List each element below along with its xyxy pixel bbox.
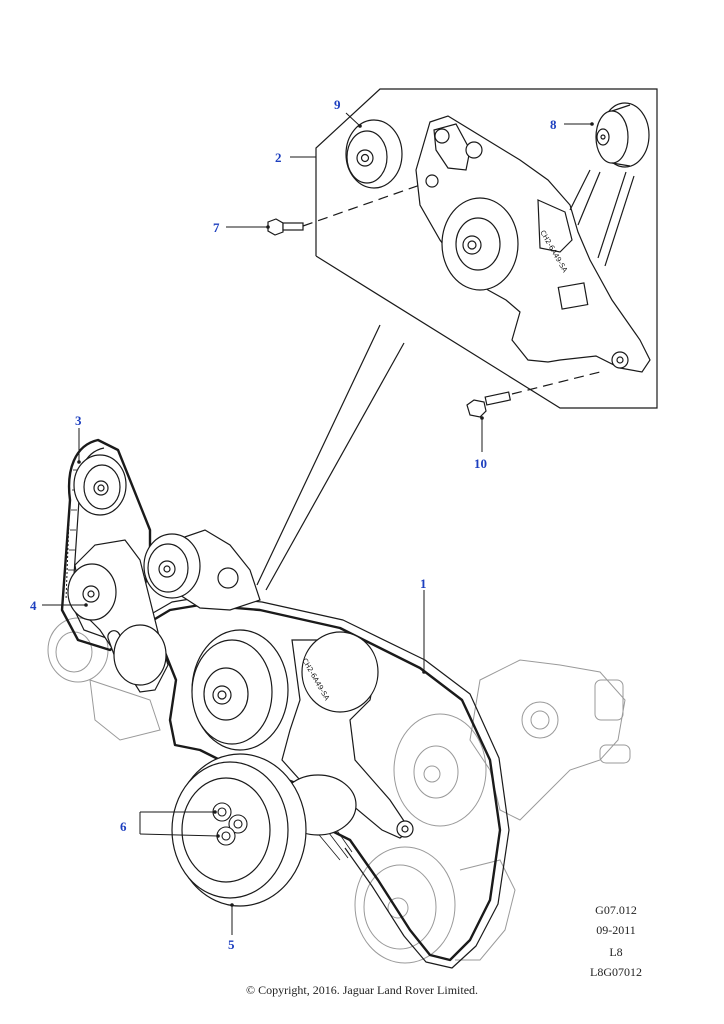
leader-9 bbox=[345, 112, 361, 127]
callout-2: 2 bbox=[275, 150, 282, 165]
crank-pulley-bolts-6 bbox=[212, 802, 248, 846]
bolt-10 bbox=[466, 371, 601, 418]
inset-leader-line bbox=[265, 342, 405, 591]
callout-1: 1 bbox=[420, 576, 427, 591]
detail-inset-frame bbox=[315, 88, 658, 409]
callout-8: 8 bbox=[550, 117, 557, 132]
tensioner-assembly-detail: CH2-6A49-SA bbox=[415, 115, 651, 373]
callout-9: 9 bbox=[334, 97, 341, 112]
callout-7: 7 bbox=[213, 220, 220, 235]
bolt-7 bbox=[267, 184, 421, 236]
callout-6: 6 bbox=[120, 819, 127, 834]
callout-4: 4 bbox=[30, 598, 37, 613]
leader-dots bbox=[77, 122, 594, 907]
callout-10: 10 bbox=[474, 456, 487, 471]
idler-pulley-3 bbox=[73, 454, 127, 516]
drawing-date: 09-2011 bbox=[596, 923, 636, 937]
inset-leader-line bbox=[256, 324, 381, 586]
water-pump-housing bbox=[469, 659, 626, 821]
idler-pulley-9 bbox=[345, 119, 403, 189]
copyright-notice: © Copyright, 2016. Jaguar Land Rover Lim… bbox=[245, 983, 479, 997]
callout-leaders bbox=[42, 112, 592, 935]
tensioner-arm-4 bbox=[67, 539, 169, 693]
grooved-pulley-8 bbox=[569, 102, 650, 267]
upper-idler-pulley bbox=[143, 529, 261, 611]
callout-5: 5 bbox=[228, 937, 235, 952]
figure-code: G07.012 bbox=[595, 903, 637, 917]
power-steering-pulley bbox=[354, 846, 456, 964]
detail-inset bbox=[256, 88, 658, 591]
alternator-pulley bbox=[191, 629, 289, 751]
faded-pulley-center bbox=[393, 713, 487, 827]
callout-3: 3 bbox=[75, 413, 82, 428]
vehicle-model: L8 bbox=[609, 945, 623, 959]
drawing-id: L8G07012 bbox=[590, 965, 642, 979]
